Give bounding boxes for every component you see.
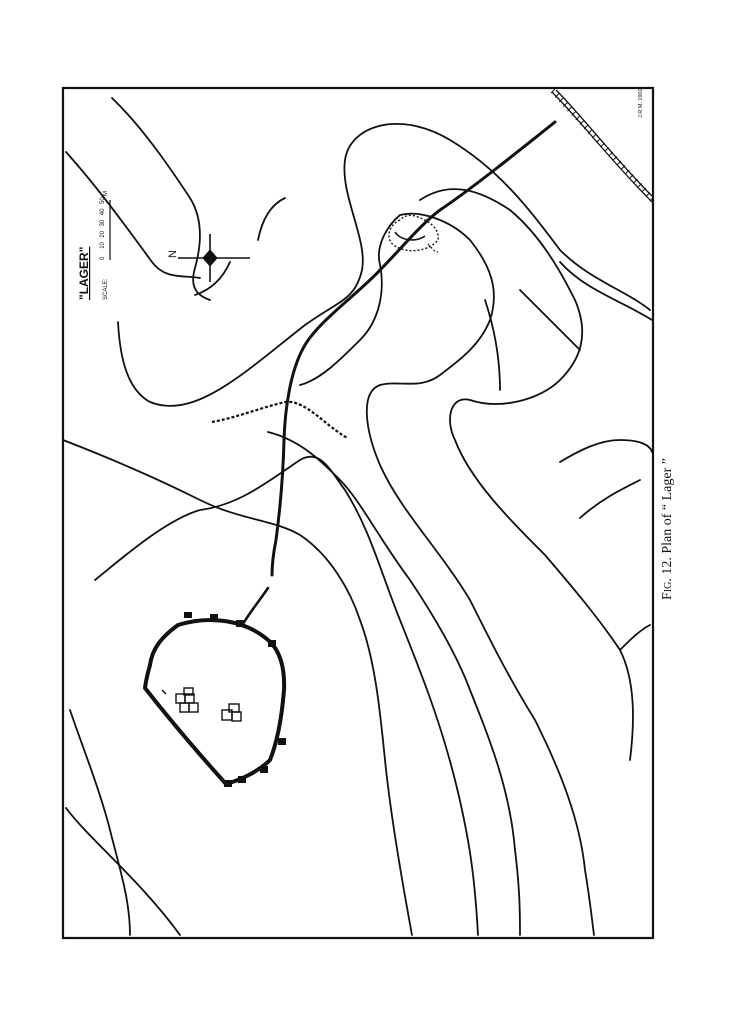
- railway-tick: [612, 156, 618, 161]
- fort-enclosure: [143, 612, 287, 787]
- north-label: N: [167, 250, 179, 258]
- scale-tick-label: 30: [100, 219, 106, 226]
- contour-line: [65, 151, 201, 279]
- scale-tick-label: 20: [100, 230, 106, 237]
- scale-tick-label: 0: [100, 256, 106, 260]
- railway-tick: [550, 88, 556, 94]
- railway-tick: [620, 165, 626, 170]
- railway-tick: [649, 196, 655, 202]
- railway-tick: [571, 111, 576, 116]
- railway-tick: [596, 138, 601, 143]
- railway-tick: [587, 129, 593, 134]
- contour-lines: [62, 97, 653, 936]
- contour-line: [559, 261, 653, 321]
- railway-tick: [583, 124, 589, 130]
- figure-caption: Fig. 12. Plan of “ Lager ”: [660, 430, 676, 600]
- railway-tick: [575, 115, 581, 121]
- contour-line: [619, 624, 651, 651]
- railway-tick: [629, 174, 634, 179]
- scale-unit: M: [103, 191, 109, 196]
- scale-tick-label: 50: [100, 197, 106, 204]
- north-arrow-icon: [178, 234, 250, 282]
- contour-line: [69, 709, 131, 936]
- railway-tick: [633, 178, 638, 184]
- scale-tick-label: 10: [100, 241, 106, 248]
- railway-tick: [579, 120, 585, 125]
- scale-label: SCALE:: [103, 278, 109, 300]
- earthwork-ring: [388, 214, 439, 253]
- map-frame: [61, 86, 655, 940]
- contour-line: [94, 455, 479, 936]
- railway-tick: [608, 151, 614, 157]
- railway-tick: [558, 97, 564, 103]
- contour-line: [65, 807, 181, 936]
- figure-caption-text: Plan of “ Lager ”: [660, 458, 675, 554]
- railway-tick: [600, 142, 605, 148]
- contour-line: [559, 439, 653, 463]
- railway-tick: [604, 147, 609, 152]
- contour-line: [62, 439, 413, 936]
- railway-tick: [591, 133, 597, 139]
- figure-number: Fig. 12.: [660, 557, 675, 600]
- contour-line: [419, 188, 634, 761]
- map-title: "LAGER": [77, 247, 91, 300]
- scale-ticks: 0 10 20 30 40 50: [100, 197, 106, 260]
- scale-tick-label: 40: [100, 208, 106, 215]
- railway-ticks: [550, 88, 655, 202]
- railway-tick: [567, 106, 572, 112]
- building-foundations: [161, 687, 242, 722]
- railway-tick: [641, 187, 647, 193]
- railway-tick: [624, 169, 630, 175]
- contour-line: [111, 97, 211, 301]
- contour-line: [299, 212, 595, 936]
- railway-tick: [563, 102, 568, 107]
- contour-line: [519, 289, 581, 351]
- earth-bank: [211, 400, 349, 440]
- contour-line: [257, 197, 286, 241]
- contour-line: [117, 123, 651, 407]
- track-path: [270, 120, 557, 577]
- contour-line: [484, 299, 501, 391]
- railway-tick: [616, 160, 622, 166]
- railway-tick: [554, 93, 560, 98]
- contour-line: [267, 431, 521, 936]
- railway-tick: [645, 192, 651, 197]
- track-path-end: [241, 586, 270, 626]
- author-mark: J.R.M. 1902: [638, 88, 644, 118]
- contour-line: [579, 479, 641, 519]
- railway-tick: [637, 183, 642, 188]
